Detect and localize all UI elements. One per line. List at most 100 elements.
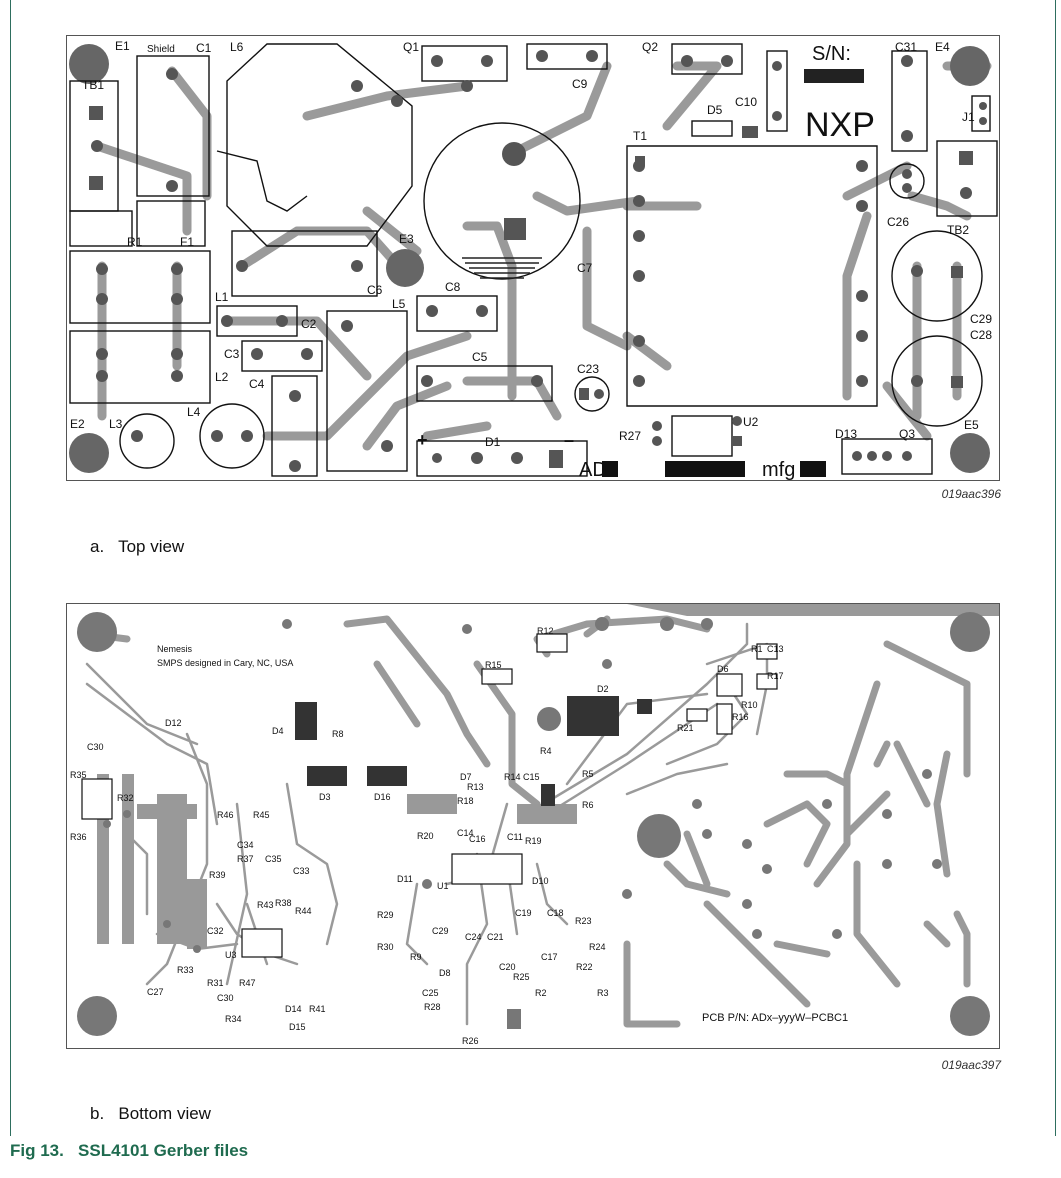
label-c19: C19 <box>515 908 532 918</box>
label-r24: R24 <box>589 942 606 952</box>
label-r9: R9 <box>410 952 422 962</box>
label-r18: R18 <box>457 796 474 806</box>
label-c6: C6 <box>367 283 383 297</box>
label-r16: R16 <box>732 712 749 722</box>
label-r8: R8 <box>332 729 344 739</box>
label-c32: C32 <box>207 926 224 936</box>
board-pcb-part-number: PCB P/N: ADx–yyyW–PCBC1 <box>702 1012 848 1024</box>
top-labels: E1 Shield C1 L6 Q1 C9 Q2 S/N: C31 E4 TB1… <box>70 39 992 480</box>
pcb-top-view-image: E1 Shield C1 L6 Q1 C9 Q2 S/N: C31 E4 TB1… <box>66 35 1000 481</box>
label-e5: E5 <box>964 418 979 432</box>
label-q1: Q1 <box>403 40 419 54</box>
label-d6: D6 <box>717 664 729 674</box>
label-c18: C18 <box>547 908 564 918</box>
label-l6: L6 <box>230 40 244 54</box>
board-text-nemesis: Nemesis <box>157 644 193 654</box>
label-r39: R39 <box>209 870 226 880</box>
top-pads <box>89 50 987 477</box>
board-text-designed: SMPS designed in Cary, NC, USA <box>157 658 293 668</box>
label-c16: C16 <box>469 834 486 844</box>
pcb-bottom-drawing: Nemesis SMPS designed in Cary, NC, USA P… <box>70 604 999 1046</box>
bottom-holes <box>77 612 990 1036</box>
label-c30: C30 <box>87 742 104 752</box>
label-c9: C9 <box>572 77 588 91</box>
label-r21: R21 <box>677 723 694 733</box>
label-u2: U2 <box>743 415 759 429</box>
label-d12: D12 <box>165 718 182 728</box>
label-c13: C13 <box>767 644 784 654</box>
label-r27: R27 <box>619 429 641 443</box>
label-tb2: TB2 <box>947 223 969 237</box>
label-u1: U1 <box>437 881 449 891</box>
bottom-view-caption: b. Bottom view <box>90 1104 211 1124</box>
label-c34: C34 <box>237 840 254 850</box>
label-r35: R35 <box>70 770 87 780</box>
label-c33: C33 <box>293 866 310 876</box>
label-r1: R1 <box>127 235 143 249</box>
label-d15: D15 <box>289 1022 306 1032</box>
label-r2: R2 <box>535 988 547 998</box>
label-l2: L2 <box>215 370 229 384</box>
label-c4: C4 <box>249 377 265 391</box>
label-r43: R43 <box>257 900 274 910</box>
label-r12: R12 <box>537 626 554 636</box>
label-c10: C10 <box>735 95 757 109</box>
label-mfg: mfg <box>762 459 795 480</box>
page-frame <box>10 0 1056 1136</box>
label-c30b: C30 <box>217 993 234 1003</box>
label-r5: R5 <box>582 769 594 779</box>
label-l5: L5 <box>392 297 406 311</box>
bottom-traces-thin <box>85 622 769 1026</box>
label-r4: R4 <box>540 746 552 756</box>
top-view-caption-text: Top view <box>118 537 185 556</box>
label-c27: C27 <box>147 987 164 997</box>
label-minus: – <box>564 430 574 450</box>
top-component-outlines <box>69 43 998 477</box>
label-d8: D8 <box>439 968 451 978</box>
label-l3: L3 <box>109 417 123 431</box>
label-r32: R32 <box>117 793 134 803</box>
label-r45: R45 <box>253 810 270 820</box>
label-e4: E4 <box>935 40 950 54</box>
label-t1: T1 <box>633 129 647 143</box>
label-nxp: NXP <box>805 106 875 144</box>
bottom-view-image-code: 019aac397 <box>941 1058 1001 1072</box>
label-c14: C14 <box>457 828 474 838</box>
label-r28: R28 <box>424 1002 441 1012</box>
label-e1: E1 <box>115 39 130 53</box>
bottom-components <box>81 633 778 958</box>
label-d11: D11 <box>397 874 413 884</box>
label-c17: C17 <box>541 952 558 962</box>
label-r10: R10 <box>741 700 758 710</box>
top-view-image-code: 019aac396 <box>941 487 1001 501</box>
label-r44: R44 <box>295 906 312 916</box>
label-c5: C5 <box>472 350 488 364</box>
label-c29: C29 <box>432 926 449 936</box>
label-r23: R23 <box>575 916 592 926</box>
label-e2: E2 <box>70 417 85 431</box>
label-r30: R30 <box>377 942 394 952</box>
label-r3: R3 <box>597 988 609 998</box>
label-c1: C1 <box>196 41 212 55</box>
label-r15: R15 <box>485 660 502 670</box>
pcb-top-drawing: E1 Shield C1 L6 Q1 C9 Q2 S/N: C31 E4 TB1… <box>69 39 998 480</box>
label-q2: Q2 <box>642 40 658 54</box>
label-r38: R38 <box>275 898 292 908</box>
top-view-caption-letter: a. <box>90 537 105 556</box>
label-d16: D16 <box>374 792 391 802</box>
mounting-holes <box>69 44 990 473</box>
label-c31: C31 <box>895 40 917 54</box>
figure-title: SSL4101 Gerber files <box>78 1141 249 1160</box>
label-d3: D3 <box>319 792 331 802</box>
label-l1: L1 <box>215 290 229 304</box>
label-c15: C15 <box>523 772 540 782</box>
label-c2: C2 <box>301 317 317 331</box>
label-l4: L4 <box>187 405 201 419</box>
label-r29: R29 <box>377 910 394 920</box>
label-d5: D5 <box>707 103 723 117</box>
label-c7: C7 <box>577 261 593 275</box>
label-u3: U3 <box>225 950 237 960</box>
label-r19: R19 <box>525 836 542 846</box>
label-d7: D7 <box>460 772 472 782</box>
label-d2: D2 <box>597 684 609 694</box>
